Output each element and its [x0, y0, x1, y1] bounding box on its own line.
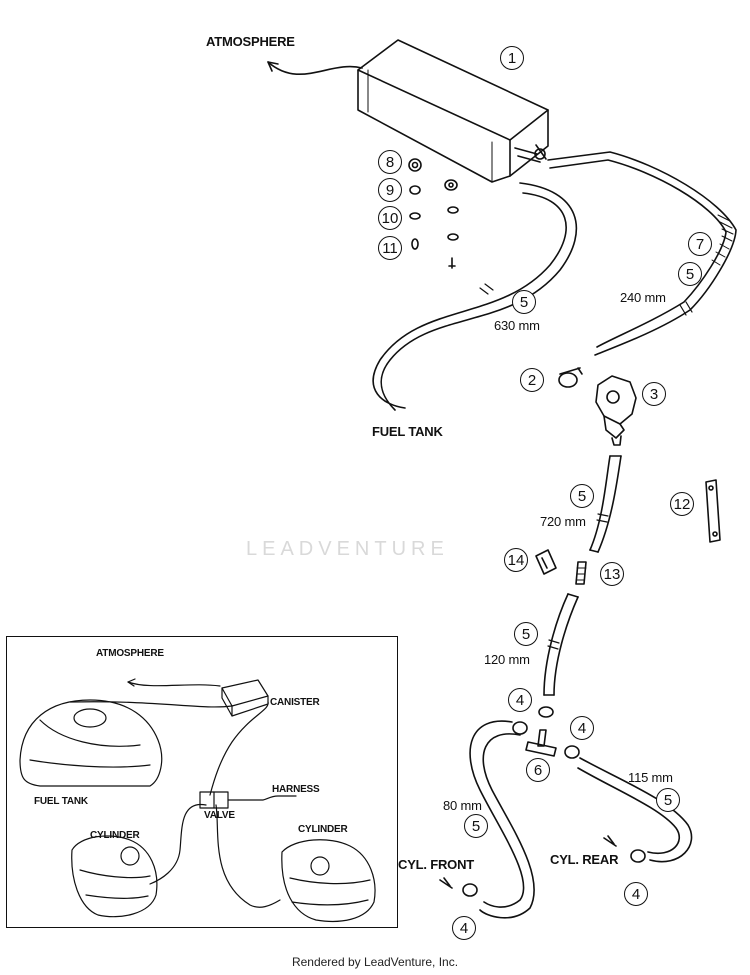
callout-12: 12 — [670, 492, 694, 516]
callout-4a: 4 — [508, 688, 532, 712]
callout-8: 8 — [378, 150, 402, 174]
hose-to-valve — [547, 151, 737, 356]
callout-7: 7 — [688, 232, 712, 256]
hose-to-fuel-tank — [372, 182, 578, 411]
solenoid-valve — [595, 375, 637, 446]
fitting-13 — [575, 561, 587, 585]
callout-2: 2 — [520, 368, 544, 392]
callout-3: 3 — [642, 382, 666, 406]
hose-rear-115 — [577, 757, 693, 863]
clamp-2 — [558, 367, 583, 388]
callout-5c: 5 — [570, 484, 594, 508]
leadventure-watermark: LEADVENTURE — [246, 538, 449, 560]
callout-4b: 4 — [570, 716, 594, 740]
inset-frame — [6, 636, 398, 928]
label-atmosphere: ATMOSPHERE — [206, 34, 295, 49]
inset-label-atmosphere: ATMOSPHERE — [96, 648, 164, 659]
inset-label-cylinder-right: CYLINDER — [298, 824, 348, 835]
dim-630: 630 mm — [494, 318, 540, 333]
canister-hardware — [408, 158, 459, 269]
t-fitting — [462, 706, 646, 897]
dim-115: 115 mm — [628, 770, 673, 785]
dim-80: 80 mm — [443, 798, 482, 813]
callout-14: 14 — [504, 548, 528, 572]
inset-label-harness: HARNESS — [272, 784, 320, 795]
dim-120: 120 mm — [484, 652, 530, 667]
label-cyl-rear: CYL. REAR — [550, 852, 619, 867]
footer-credit: Rendered by LeadVenture, Inc. — [291, 955, 459, 969]
callout-11: 11 — [378, 236, 402, 260]
label-cyl-front: CYL. FRONT — [398, 857, 474, 872]
callout-5b: 5 — [678, 262, 702, 286]
callout-9: 9 — [378, 178, 402, 202]
inset-schematic — [19, 678, 376, 923]
callout-10: 10 — [378, 206, 402, 230]
canister — [357, 39, 549, 183]
callout-5a: 5 — [512, 290, 536, 314]
inset-label-canister: CANISTER — [270, 697, 320, 708]
callout-13: 13 — [600, 562, 624, 586]
callout-5e: 5 — [656, 788, 680, 812]
callout-6: 6 — [526, 758, 550, 782]
bracket-12 — [705, 479, 721, 543]
inset-label-valve: VALVE — [204, 810, 235, 821]
hose-front-80 — [469, 720, 535, 919]
atmosphere-arrow — [267, 61, 363, 75]
callout-1: 1 — [500, 46, 524, 70]
hose-120 — [543, 593, 579, 696]
label-fuel-tank: FUEL TANK — [372, 424, 443, 439]
callout-5d: 5 — [514, 622, 538, 646]
callout-5f: 5 — [464, 814, 488, 838]
dim-720: 720 mm — [540, 514, 586, 529]
inset-label-fuel-tank: FUEL TANK — [34, 796, 88, 807]
dim-240: 240 mm — [620, 290, 666, 305]
clip-14 — [535, 549, 557, 575]
cylinder-nipples — [439, 835, 617, 889]
callout-4c: 4 — [624, 882, 648, 906]
hose-720 — [589, 455, 622, 553]
callout-4d: 4 — [452, 916, 476, 940]
inset-label-cylinder-left: CYLINDER — [90, 830, 140, 841]
